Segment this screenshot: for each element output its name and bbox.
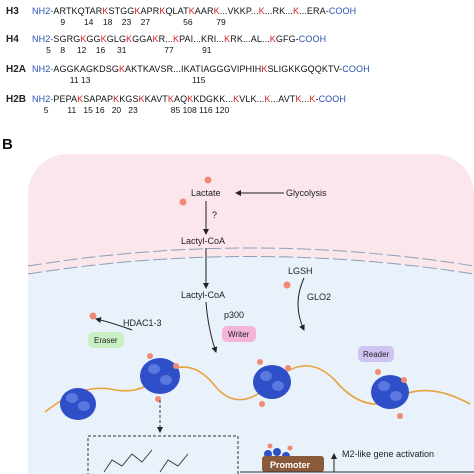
panel-b-label: B (2, 136, 13, 153)
sequence-row-h3: H3 NH2-ARTKQTARKSTGGKAPRKQLATKAARK...VKKP… (4, 6, 470, 32)
sequence-row-h2a: H2A NH2-AGGKAGKDSGKAKTKAVSR...IKATIAGGGVI… (4, 64, 470, 90)
structure-inset (87, 435, 239, 474)
eraser-arrow (95, 317, 133, 331)
histone-name: H2A (6, 64, 27, 75)
glycolysis-label: Glycolysis (286, 188, 327, 198)
histone-sequence: NH2-PEPAKSAPAPKKGSKKAVTKAQKKDGKK...KVLK.… (32, 94, 346, 104)
promoter-label: Promoter (270, 460, 311, 470)
lysine-positions: 11 13 115 (32, 75, 206, 85)
reader-badge (358, 346, 394, 362)
writer-label: Writer (228, 330, 250, 339)
glo2-label: GLO2 (307, 292, 331, 302)
histone-name: H2B (6, 94, 27, 105)
chemical-structure (103, 449, 189, 473)
lysine-positions: 5 11 15 16 20 23 85 108 116 120 (32, 105, 230, 115)
lactyl-coa-label-2: Lactyl-CoA (181, 290, 225, 300)
lactyl-marks (147, 353, 407, 419)
lactate-label: Lactate (191, 188, 221, 198)
lysine-positions: 9 14 18 23 27 56 79 (32, 17, 226, 27)
histone-sequence: NH2-SGRGKGGKGLGKGGAKR...KPAI...KRI...KRK… (32, 34, 327, 44)
histone-sequence: NH2-ARTKQTARKSTGGKAPRKQLATKAARK...VKKP..… (32, 6, 357, 16)
nuclear-envelope-outer (27, 247, 474, 267)
histone-name: H4 (6, 34, 19, 45)
reader-label: Reader (363, 350, 390, 359)
nucleosome-3 (253, 365, 291, 399)
p300-label: p300 (224, 310, 244, 320)
hdac-dot (89, 312, 97, 320)
eraser-badge (88, 332, 124, 348)
lactate-dot (204, 176, 212, 184)
nucleosome-2 (140, 358, 180, 394)
lgsh-dot (283, 281, 291, 289)
nuclear-envelope-inner (27, 256, 474, 275)
lysine-positions: 5 8 12 16 31 77 91 (32, 45, 212, 55)
sequence-panel: H3 NH2-ARTKQTARKSTGGKAPRKQLATKAARK...VKKP… (0, 0, 474, 132)
nucleosome-4 (371, 375, 409, 409)
lactyl-coa-label-1: Lactyl-CoA (181, 236, 225, 246)
question-label: ? (212, 210, 217, 220)
eraser-label: Eraser (94, 336, 118, 345)
histone-sequence: NH2-AGGKAGKDSGKAKTKAVSR...IKATIAGGGVIPHI… (32, 64, 370, 74)
sequence-row-h2b: H2B NH2-PEPAKSAPAPKKGSKKAVTKAQKKDGKK...KV… (4, 94, 470, 120)
writer-badge (222, 326, 256, 342)
promoter-box (262, 456, 324, 472)
lgsh-label: LGSH (288, 266, 313, 276)
hdac-label: HDAC1-3 (123, 318, 162, 328)
glo2-arrow (297, 277, 305, 331)
sequence-row-h4: H4 NH2-SGRGKGGKGLGKGGAKR...KPAI...KRI...K… (4, 34, 470, 60)
histone-name: H3 (6, 6, 19, 17)
lactylation-diagram: Lactate Glycolysis ? Lactyl-CoA Lactyl-C… (27, 154, 474, 474)
lactate-dot-2 (179, 198, 187, 206)
nucleus-region (28, 256, 474, 474)
nucleosome-1 (60, 388, 96, 420)
m2-activation-label: M2-like gene activation (342, 449, 434, 459)
writer-arrow (205, 301, 218, 353)
